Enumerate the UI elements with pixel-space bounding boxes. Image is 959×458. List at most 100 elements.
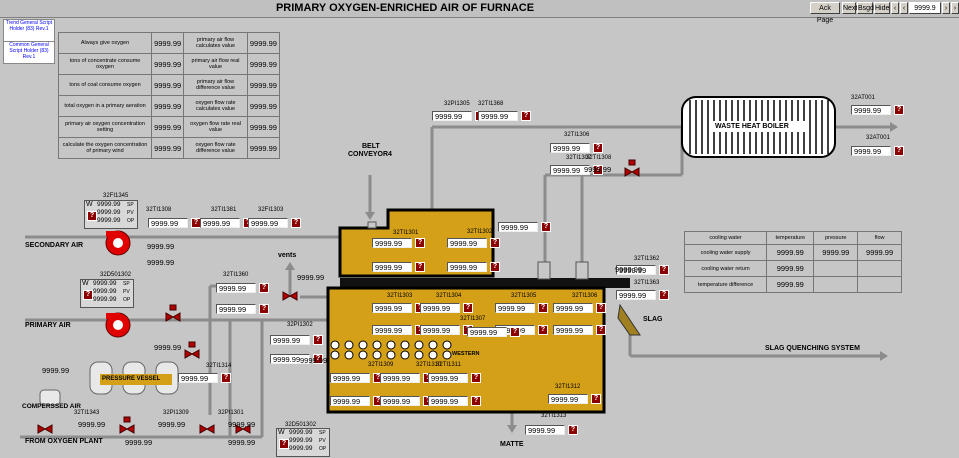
alarm-icon[interactable]: ? bbox=[894, 105, 904, 115]
alarm-icon[interactable]: ? bbox=[471, 396, 481, 406]
vents-label: vents bbox=[278, 252, 297, 259]
alarm-icon[interactable]: ? bbox=[538, 325, 548, 335]
alarm-icon[interactable]: ? bbox=[259, 283, 269, 293]
summary-row: primary air oxygen concentration setting… bbox=[57, 116, 281, 138]
summary-label: total oxygen in a primary aeration bbox=[57, 95, 153, 117]
tag-label: 32TI1307 bbox=[566, 155, 592, 161]
alarm-icon[interactable]: ? bbox=[659, 290, 669, 300]
alarm-icon[interactable]: ? bbox=[490, 262, 500, 272]
cooling-cell bbox=[857, 276, 902, 293]
controller-value: 9999.99 bbox=[93, 280, 117, 287]
alarm-icon[interactable]: ? bbox=[659, 265, 669, 275]
page-title: PRIMARY OXYGEN-ENRICHED AIR OF FURNACE bbox=[275, 2, 535, 14]
summary-value: 9999.99 bbox=[246, 137, 281, 159]
alarm-icon[interactable]: ? bbox=[291, 218, 301, 228]
controller-value: 9999.99 bbox=[97, 217, 121, 224]
value-text: 9999.99 bbox=[228, 438, 256, 447]
controller-value: 9999.99 bbox=[289, 437, 313, 444]
alarm-icon[interactable]: ? bbox=[87, 211, 97, 221]
value-field: 9999.99 bbox=[270, 354, 310, 364]
prev-page-button[interactable]: ‹ bbox=[891, 2, 899, 14]
value-field: 9999.99 bbox=[616, 265, 656, 275]
alarm-icon[interactable]: ? bbox=[593, 165, 603, 175]
controller-label: OP bbox=[127, 218, 135, 224]
summary-value: 9999.99 bbox=[246, 53, 281, 75]
value-field: 9999.99 bbox=[372, 325, 412, 335]
value-text: 9999.99 bbox=[297, 273, 325, 282]
alarm-icon[interactable]: ? bbox=[279, 439, 289, 449]
last-page-button[interactable]: › bbox=[951, 2, 959, 14]
summary-label: oxygen flow rate calculates value bbox=[183, 95, 248, 117]
controller-label: SP bbox=[319, 430, 326, 436]
tag-label: 32TI1306 bbox=[572, 293, 598, 299]
next-page-button[interactable]: › bbox=[942, 2, 950, 14]
alarm-icon[interactable]: ? bbox=[415, 238, 425, 248]
value-field: 9999.99 bbox=[372, 262, 412, 272]
tag-label: 32TI1311 bbox=[436, 362, 461, 368]
value-field: 9999.99 bbox=[498, 222, 538, 232]
alarm-icon[interactable]: ? bbox=[568, 425, 578, 435]
value-field: 9999.99 bbox=[380, 396, 420, 406]
alarm-icon[interactable]: ? bbox=[259, 304, 269, 314]
value-field: 9999.99 bbox=[447, 238, 487, 248]
stack-2 bbox=[575, 261, 589, 280]
value-field: 9999.99 bbox=[550, 143, 590, 153]
alarm-icon[interactable]: ? bbox=[593, 143, 603, 153]
alarm-icon[interactable]: ? bbox=[541, 222, 551, 232]
next-button[interactable]: Next bbox=[842, 2, 857, 14]
trend-script-holder[interactable]: Trend General Script Holder (83) Rev.1 bbox=[3, 19, 55, 42]
value-field: 9999.99 bbox=[178, 373, 218, 383]
alarm-icon[interactable]: ? bbox=[510, 327, 520, 337]
alarm-icon[interactable]: ? bbox=[591, 394, 601, 404]
controller-label: PV bbox=[319, 438, 326, 444]
value-field: 9999.99 bbox=[420, 303, 460, 313]
common-script-holder[interactable]: Common General Script Holder (83) Rev.1 bbox=[3, 41, 55, 64]
alarm-icon[interactable]: ? bbox=[221, 373, 231, 383]
bsgd-button[interactable]: Bsgd bbox=[857, 2, 874, 14]
value-field: 9999.99 bbox=[495, 303, 535, 313]
alarm-icon[interactable]: ? bbox=[894, 146, 904, 156]
controller-tag: 32D501302 bbox=[285, 422, 317, 428]
alarm-icon[interactable]: ? bbox=[313, 335, 323, 345]
alarm-icon[interactable]: ? bbox=[596, 303, 606, 313]
prev-button[interactable]: ‹ bbox=[900, 2, 908, 14]
value-field: 9999.99 bbox=[548, 394, 588, 404]
ack-page-button[interactable]: Ack Page bbox=[810, 2, 840, 24]
summary-label: tons of concentrate consume oxygen bbox=[57, 53, 153, 75]
alarm-icon[interactable]: ? bbox=[415, 262, 425, 272]
cooling-cell bbox=[813, 260, 859, 277]
tag-label: 32TI1312 bbox=[555, 384, 581, 390]
value-text: 9999.99 bbox=[300, 356, 328, 365]
hide-button[interactable]: Hide bbox=[874, 2, 890, 14]
slag-quenching-label: SLAG QUENCHING SYSTEM bbox=[765, 345, 860, 352]
alarm-icon[interactable]: ? bbox=[471, 373, 481, 383]
alarm-icon[interactable]: ? bbox=[596, 325, 606, 335]
alarm-icon[interactable]: ? bbox=[313, 354, 323, 364]
conveyor-label: CONVEYOR4 bbox=[348, 151, 392, 158]
alarm-icon[interactable]: ? bbox=[463, 303, 473, 313]
matte-label: MATTE bbox=[500, 441, 524, 448]
tag-label: 32TI1368 bbox=[478, 101, 504, 107]
tag-label: 32TI1363 bbox=[634, 280, 660, 286]
summary-value: 9999.99 bbox=[151, 116, 185, 138]
value-text: 9999.99 bbox=[125, 438, 153, 447]
alarm-icon[interactable]: ? bbox=[490, 238, 500, 248]
value-text: 9999.99 bbox=[147, 258, 175, 267]
value-field: 9999.99 bbox=[616, 290, 656, 300]
summary-label: oxygen flow rate real value bbox=[183, 116, 248, 138]
alarm-icon[interactable]: ? bbox=[538, 303, 548, 313]
controller-label: SP bbox=[127, 202, 134, 208]
page-value: 9999.9 bbox=[909, 2, 941, 14]
controller-value: 9999.99 bbox=[97, 209, 121, 216]
value-field: 9999.99 bbox=[216, 283, 256, 293]
value-text: 9999.99 bbox=[158, 420, 186, 429]
alarm-icon[interactable]: ? bbox=[83, 290, 93, 300]
summary-row: calculate the oxygen concentration of pr… bbox=[57, 137, 281, 159]
alarm-icon[interactable]: ? bbox=[521, 111, 531, 121]
